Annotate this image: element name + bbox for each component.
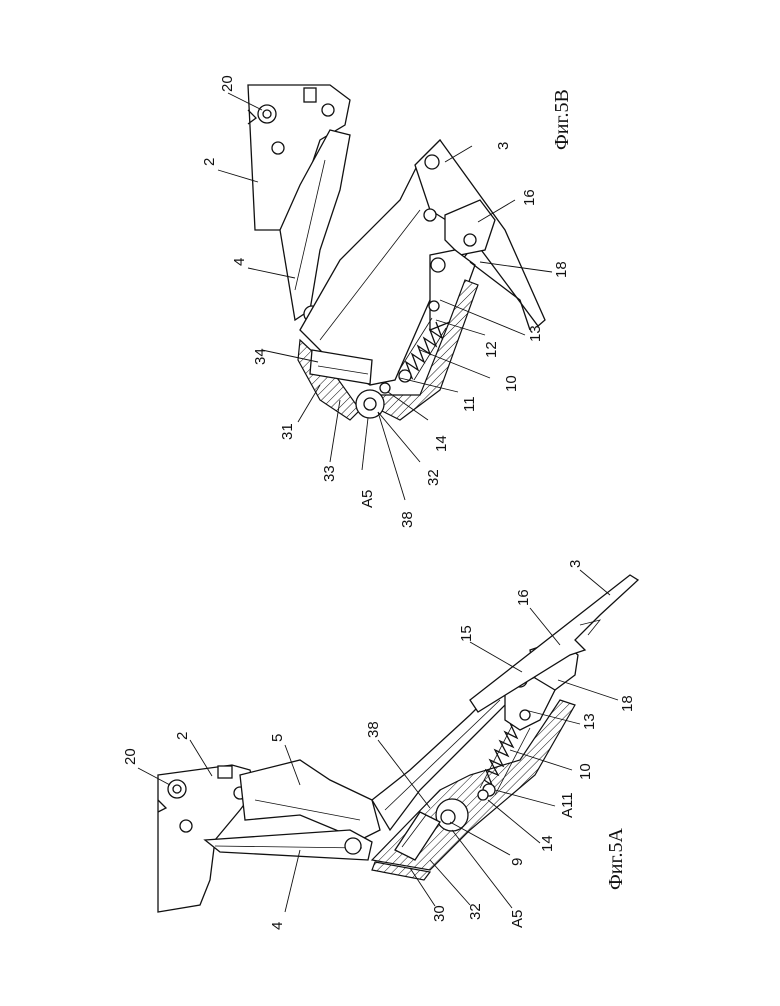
label-b-32: 32 — [425, 469, 442, 486]
label-a-15: 15 — [458, 625, 475, 642]
label-b-34: 34 — [252, 348, 269, 365]
label-a-10: 10 — [577, 763, 594, 780]
label-a-32: 32 — [467, 903, 484, 920]
label-a-2: 2 — [174, 732, 191, 740]
label-b-31: 31 — [279, 423, 296, 440]
label-a-30: 30 — [431, 905, 448, 922]
part-5-arm — [240, 760, 380, 840]
label-b-4: 4 — [231, 258, 248, 266]
label-b-a5: A5 — [359, 490, 376, 508]
label-b-14: 14 — [433, 435, 450, 452]
label-b-10: 10 — [503, 375, 520, 392]
label-b-2: 2 — [201, 158, 218, 166]
label-a-9: 9 — [509, 858, 526, 866]
figure-5a — [158, 575, 638, 912]
label-b-13: 13 — [527, 325, 544, 342]
label-b-20: 20 — [219, 75, 236, 92]
label-a-18: 18 — [619, 695, 636, 712]
caption-fig-5b: Фиг.5В — [551, 89, 573, 150]
label-a-14: 14 — [539, 835, 556, 852]
part-4-arm — [205, 830, 372, 860]
label-a-13: 13 — [581, 713, 598, 730]
label-a-a11: A11 — [559, 792, 576, 818]
caption-fig-5a: Фиг.5А — [605, 828, 627, 890]
label-b-3: 3 — [495, 142, 512, 150]
label-a-3: 3 — [567, 560, 584, 568]
label-a-20: 20 — [122, 748, 139, 765]
label-a-38: 38 — [365, 721, 382, 738]
label-a-5: 5 — [269, 734, 286, 742]
label-b-11: 11 — [461, 396, 478, 412]
label-a-4: 4 — [269, 922, 286, 930]
label-b-33: 33 — [321, 465, 338, 482]
screw-20-b — [258, 105, 276, 123]
label-b-38: 38 — [399, 511, 416, 528]
label-a-16: 16 — [515, 589, 532, 606]
figure-5b — [248, 85, 545, 420]
label-b-16: 16 — [521, 189, 538, 206]
screw-20-a — [168, 780, 186, 798]
label-b-18: 18 — [553, 261, 570, 278]
label-a-a5: A5 — [509, 910, 526, 928]
label-b-12: 12 — [483, 341, 500, 358]
